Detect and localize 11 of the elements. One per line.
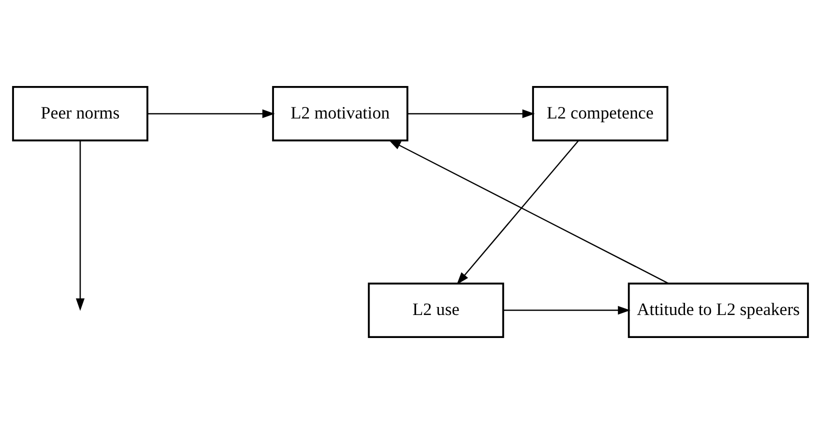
arrow	[148, 109, 275, 118]
node-box: L2 competence	[532, 86, 668, 142]
node-box: L2 use	[368, 282, 504, 338]
arrow	[388, 140, 669, 284]
arrow	[76, 140, 85, 311]
node-box: Peer norms	[12, 86, 148, 142]
node-box: Attitude to L2 speakers	[628, 282, 809, 338]
node-box: L2 motivation	[272, 86, 408, 142]
arrow	[456, 140, 579, 285]
arrow	[503, 306, 630, 315]
arrow	[408, 109, 535, 118]
